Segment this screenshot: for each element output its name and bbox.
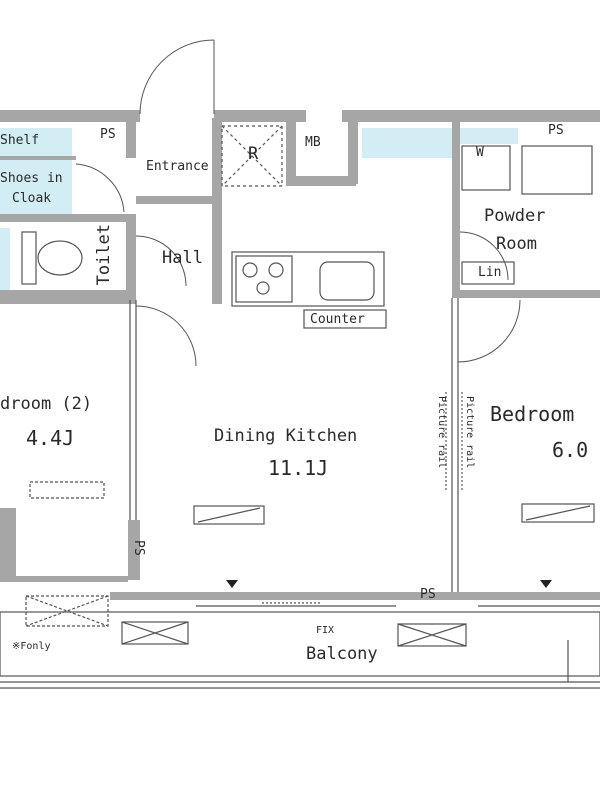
- storage-top-right: [362, 128, 454, 158]
- shelf-label: Shelf: [0, 133, 40, 148]
- wall-powder-bottom: [452, 290, 600, 298]
- aircon-dining-diag: [197, 507, 261, 523]
- outdoor-unit-diag-b: [25, 595, 109, 627]
- wall-toilet-right: [126, 214, 136, 298]
- aircon-bedroom2: [29, 481, 105, 499]
- toilet-door-arc: [135, 235, 187, 287]
- ps-mid-label: PS: [131, 540, 146, 556]
- toilet-tank-area: [0, 228, 10, 290]
- aircon-dining: [193, 505, 265, 525]
- shoes-cloak-area: [0, 160, 72, 215]
- kitchen-counter: [231, 251, 385, 307]
- bedroom1-size: 6.0: [552, 438, 589, 462]
- toilet-tank: [21, 231, 37, 285]
- fix-label: FIX: [316, 625, 335, 636]
- wall-top-left: [0, 110, 140, 122]
- window-arrow-dining: [226, 580, 238, 588]
- linen-area: [458, 128, 518, 144]
- hall-label: Hall: [162, 248, 203, 268]
- picture-rail-b-label: Picture rail: [464, 396, 475, 469]
- ps-top-right-label: PS: [548, 123, 564, 138]
- entrance-label: Entrance: [146, 159, 209, 174]
- counter-label-box: [303, 309, 387, 329]
- entrance-door-arc: [139, 39, 215, 115]
- bedroom2-label: droom (2): [0, 394, 93, 414]
- f-only-label: ※Fonly: [12, 641, 51, 652]
- toilet-label: Toilet: [94, 224, 114, 286]
- wall-lower-left: [0, 508, 16, 578]
- wall-bottom: [110, 592, 600, 600]
- wall-mb-right: [348, 118, 358, 184]
- dining-kitchen-size: 11.1J: [268, 456, 329, 480]
- dining-kitchen-label: Dining Kitchen: [214, 426, 358, 446]
- wall-entrance-left: [126, 118, 136, 158]
- shoes-in-label: Shoes in: [0, 171, 63, 186]
- wall-top-center: [342, 110, 600, 122]
- window-arrow-bedroom1: [540, 580, 552, 588]
- wall-bedroom2-top: [0, 298, 136, 304]
- balcony-fix-box-b-diag-b: [397, 623, 467, 647]
- shelf-area: [0, 128, 72, 158]
- linen-cabinet: [461, 261, 515, 285]
- counter-label: Counter: [310, 312, 365, 327]
- wall-mb-bottom: [286, 176, 356, 186]
- powder-label: Powder: [484, 206, 546, 226]
- refrigerator-space: [221, 125, 283, 187]
- cloak-label: Cloak: [12, 191, 52, 206]
- toilet-bowl: [37, 240, 83, 276]
- outdoor-unit-diag-a: [25, 595, 109, 627]
- cloak-door-arc: [75, 163, 125, 213]
- wall-powder-left: [452, 118, 460, 298]
- wall-entrance-right: [212, 118, 222, 304]
- burner-c: [256, 281, 270, 295]
- wall-cloak-bottom: [0, 214, 136, 222]
- washer-space: [461, 145, 511, 191]
- bedroom2-door-arc: [135, 305, 197, 367]
- balcony-fix-box-a-diag-b: [121, 621, 189, 645]
- wall-hall-step: [136, 196, 216, 204]
- wall-shelf-bottom: [0, 156, 76, 160]
- w-label: W: [476, 145, 484, 160]
- aircon-bedroom1-diag: [525, 505, 591, 521]
- balcony-label: Balcony: [306, 644, 378, 664]
- balcony-floor: [0, 611, 600, 677]
- sink: [319, 261, 375, 301]
- outdoor-unit: [25, 595, 109, 627]
- wall-bottom-left: [0, 576, 128, 582]
- stove: [235, 255, 293, 303]
- picture-rail-a-label: Picture rail: [436, 396, 447, 469]
- burner-b: [268, 262, 284, 278]
- bedroom1-door-arc: [457, 299, 521, 363]
- bedroom2-size: 4.4J: [26, 426, 75, 450]
- refrigerator-diag-b: [221, 125, 283, 187]
- wall-toilet-bottom: [0, 290, 136, 298]
- balcony-fix-box-a: [121, 621, 189, 645]
- bedroom1-label: Bedroom: [490, 402, 575, 426]
- ps-bottom-label: PS: [420, 587, 436, 602]
- balcony-fix-box-b: [397, 623, 467, 647]
- burner-a: [242, 262, 258, 278]
- lin-label: Lin: [478, 265, 502, 280]
- aircon-bedroom1: [521, 503, 595, 523]
- ps-top-left-label: PS: [100, 127, 116, 142]
- wall-top-entrance: [214, 110, 306, 122]
- powder-door-arc: [459, 231, 509, 281]
- wall-mb-left: [286, 118, 296, 184]
- washbasin: [521, 145, 593, 195]
- mb-label: MB: [305, 135, 321, 150]
- r-label: R: [248, 144, 259, 164]
- room-label: Room: [496, 234, 537, 254]
- wall-lower-left-b: [128, 520, 140, 580]
